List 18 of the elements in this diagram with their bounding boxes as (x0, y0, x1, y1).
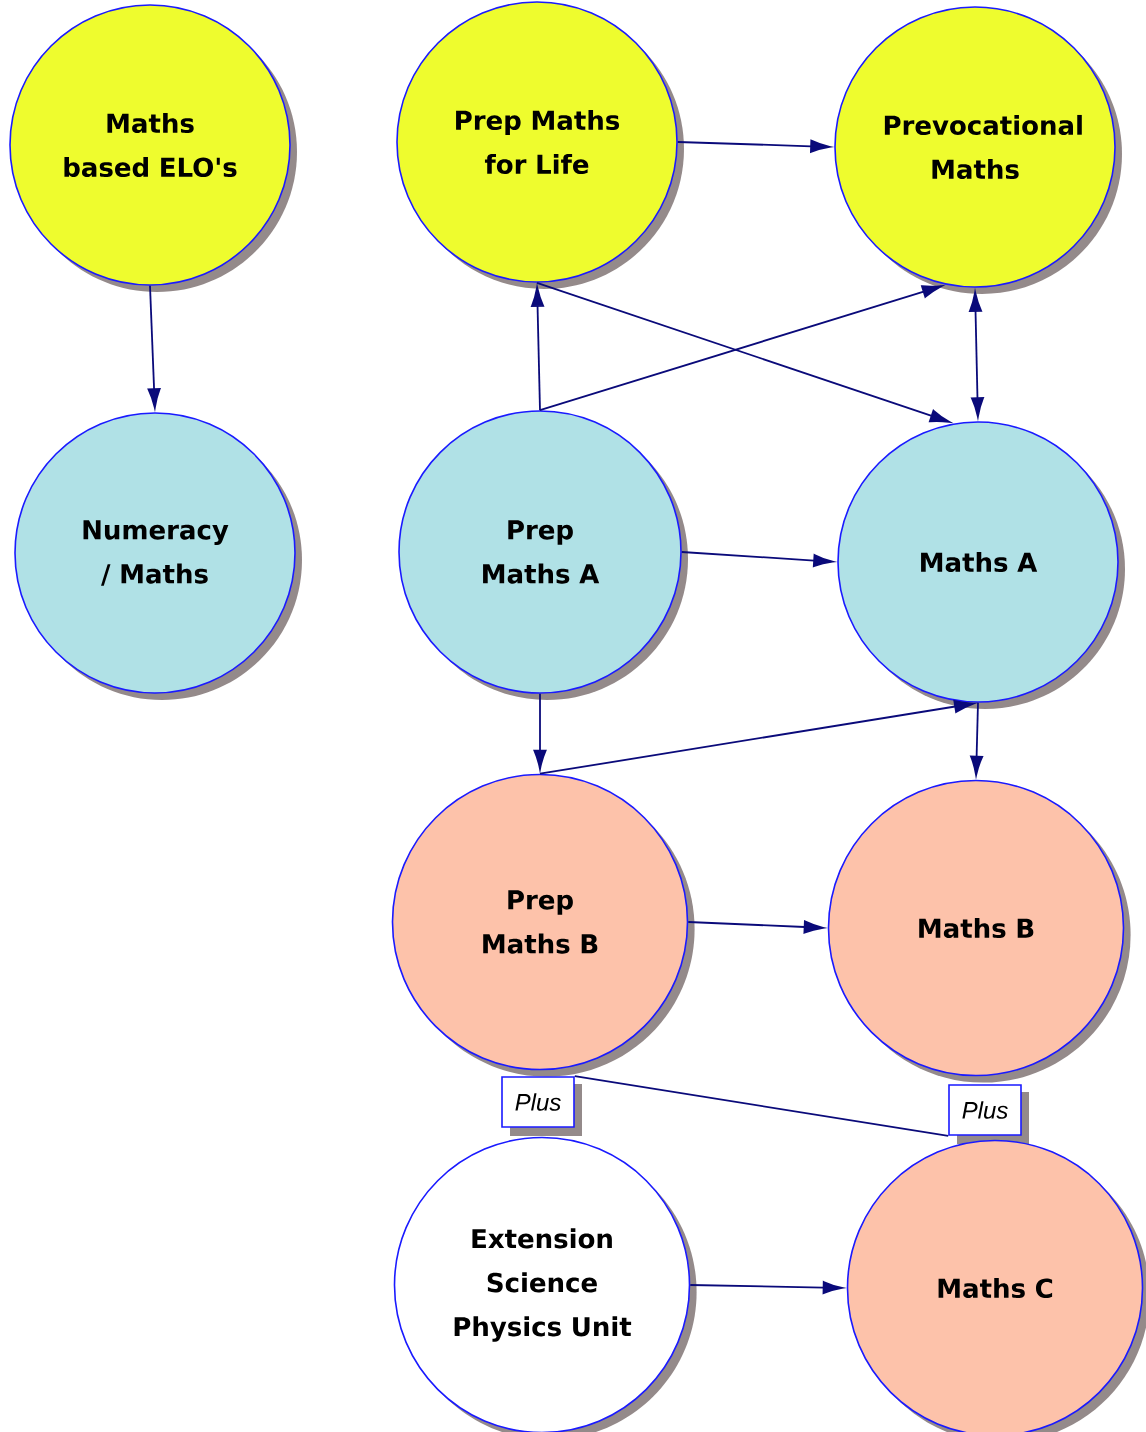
circle-node: Prep Maths for Life (396, 1, 684, 289)
arrow (680, 551, 834, 567)
circle-node: Maths based ELO's (9, 4, 297, 292)
circle-node: Prep Maths B (391, 773, 695, 1077)
arrow (539, 700, 975, 775)
circle-node: Prevocational Maths (834, 6, 1122, 294)
circle-node: Prep Maths A (398, 410, 688, 700)
arrow (969, 291, 984, 418)
circle-node: Maths A (837, 421, 1125, 709)
circle-node: Maths C (846, 1139, 1146, 1432)
arrow (676, 139, 831, 153)
circle-node: Maths B (827, 779, 1131, 1083)
circle-node: Extension Science Physics Unit (393, 1136, 697, 1432)
label-box: Plus (948, 1084, 1029, 1144)
circle-node: Numeracy / Maths (14, 412, 302, 700)
arrow (531, 286, 545, 412)
arrow (147, 284, 161, 409)
label-box: Plus (501, 1076, 582, 1136)
